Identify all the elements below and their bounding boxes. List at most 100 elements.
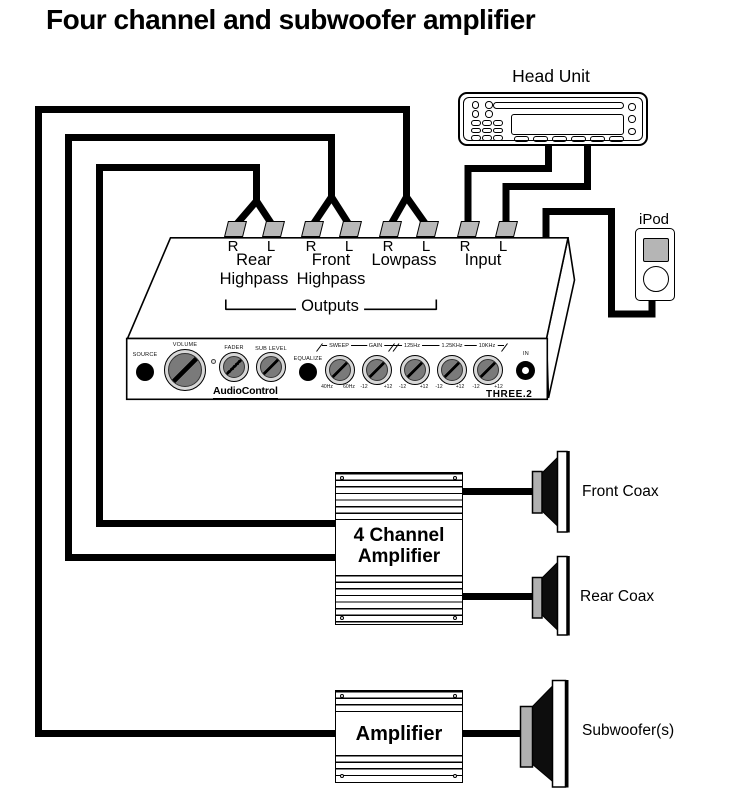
ipod-clickwheel-icon — [642, 266, 669, 292]
connector-input-l — [494, 221, 518, 237]
subwoofer-amplifier: Amplifier — [335, 690, 463, 783]
head-unit-button — [571, 136, 586, 142]
subwoofer-speaker — [519, 679, 569, 788]
scale-label: +12 — [455, 384, 465, 390]
group-label-front: Front — [311, 251, 351, 269]
head-unit-button — [493, 127, 503, 133]
group-label-rear: Rear — [236, 251, 272, 269]
connector-lowpass-r — [378, 221, 402, 237]
outputs-label: Outputs — [296, 297, 364, 316]
scale-label: +12 — [383, 384, 393, 390]
volume-label: VOLUME — [172, 341, 198, 348]
screw-icon — [453, 774, 457, 778]
gain-knob — [362, 355, 392, 385]
ysplit-rear — [232, 195, 276, 229]
knob-pointer-icon — [260, 356, 282, 378]
screw-icon — [453, 476, 457, 480]
connector-input-r — [456, 221, 480, 237]
fader-label: FADER — [224, 344, 244, 351]
screw-icon — [340, 694, 344, 698]
wire-front-highpass — [65, 134, 337, 561]
wire-lowpass — [35, 106, 410, 737]
connector-lowpass-l — [415, 221, 439, 237]
channel-label: R — [382, 238, 394, 255]
ysplit-lowpass — [386, 190, 430, 229]
in-label: IN — [523, 351, 529, 357]
scale-label: -12 — [472, 384, 480, 390]
scale-label: +12 — [419, 384, 429, 390]
processor-front-panel: SOURCE VOLUME FADER SUB LEVEL EQUALIZE S… — [127, 338, 547, 400]
connector-front-r — [300, 221, 324, 237]
group-label-input: Input — [464, 251, 502, 269]
knob-pointer-icon — [441, 359, 463, 381]
head-unit-button — [471, 127, 481, 133]
knob-pointer-icon — [366, 359, 388, 381]
amp-label-line2: Amplifier — [357, 546, 441, 568]
head-unit-knob-icon — [628, 103, 636, 111]
group-label-lowpass: Lowpass — [371, 251, 437, 269]
rear-coax-speaker — [531, 555, 570, 636]
knob-pointer-icon — [223, 356, 245, 378]
volume-knob — [164, 349, 206, 391]
band-125hz-label: 125Hz — [402, 343, 422, 349]
knob-pointer-icon — [404, 359, 426, 381]
heatsink-fins — [336, 575, 462, 623]
band-10khz-knob — [473, 355, 503, 385]
sub-level-knob — [256, 352, 286, 382]
head-unit-button — [471, 120, 481, 126]
head-unit-button — [482, 127, 492, 133]
screw-icon — [340, 476, 344, 480]
head-unit-knob-icon — [485, 101, 493, 109]
ysplit-front — [309, 190, 353, 228]
head-unit-button — [482, 120, 492, 126]
knob-pointer-icon — [477, 359, 499, 381]
brand-logo: AudioControl — [213, 385, 278, 400]
head-unit-knob-icon — [471, 101, 479, 109]
scale-label: 60Hz — [343, 384, 355, 390]
head-unit-button — [590, 136, 605, 142]
head-unit-knob-icon — [471, 110, 479, 118]
band-125hz-knob — [400, 355, 430, 385]
four-channel-amplifier: 4 Channel Amplifier — [335, 472, 463, 625]
wire-rear-highpass — [96, 164, 337, 527]
equalize-button — [299, 363, 317, 381]
screw-icon — [340, 616, 344, 620]
knob-pointer-icon — [168, 353, 202, 387]
fader-knob — [219, 352, 249, 382]
equalize-label: EQUALIZE — [293, 356, 323, 362]
ipod-screen — [642, 237, 669, 262]
head-unit-knob-icon — [628, 127, 636, 135]
status-led — [210, 358, 216, 364]
outputs-bracket — [225, 299, 438, 311]
source-button — [136, 363, 154, 381]
scale-label: -12 — [360, 384, 368, 390]
wire-headunit-right — [464, 144, 552, 226]
gain-label: GAIN — [366, 343, 385, 349]
channel-label: R — [459, 238, 471, 255]
scale-label: 40Hz — [321, 384, 333, 390]
screw-icon — [453, 694, 457, 698]
rear-coax-label: Rear Coax — [580, 588, 655, 605]
head-unit-knob-icon — [485, 110, 493, 118]
wire-ipod — [542, 208, 656, 318]
connector-front-l — [338, 221, 362, 237]
head-unit-button — [609, 136, 624, 142]
ipod-label: iPod — [638, 211, 670, 228]
input-jack — [516, 361, 535, 380]
scale-label: -12 — [435, 384, 443, 390]
channel-label: L — [266, 238, 276, 255]
cd-slot — [493, 102, 624, 109]
subwoofer-amp-label: Amplifier — [355, 723, 443, 745]
wire-headunit-left — [502, 144, 591, 226]
sub-level-label: SUB LEVEL — [255, 345, 287, 352]
sweep-knob — [325, 355, 355, 385]
head-unit-button — [493, 135, 503, 141]
scale-label: -12 — [398, 384, 407, 390]
head-unit-button — [514, 136, 529, 142]
band-1-25khz-knob — [437, 355, 467, 385]
channel-label: R — [227, 238, 239, 255]
front-coax-speaker — [531, 450, 570, 533]
four-channel-amp-label: 4 Channel Amplifier — [336, 525, 462, 568]
channel-label: R — [305, 238, 317, 255]
